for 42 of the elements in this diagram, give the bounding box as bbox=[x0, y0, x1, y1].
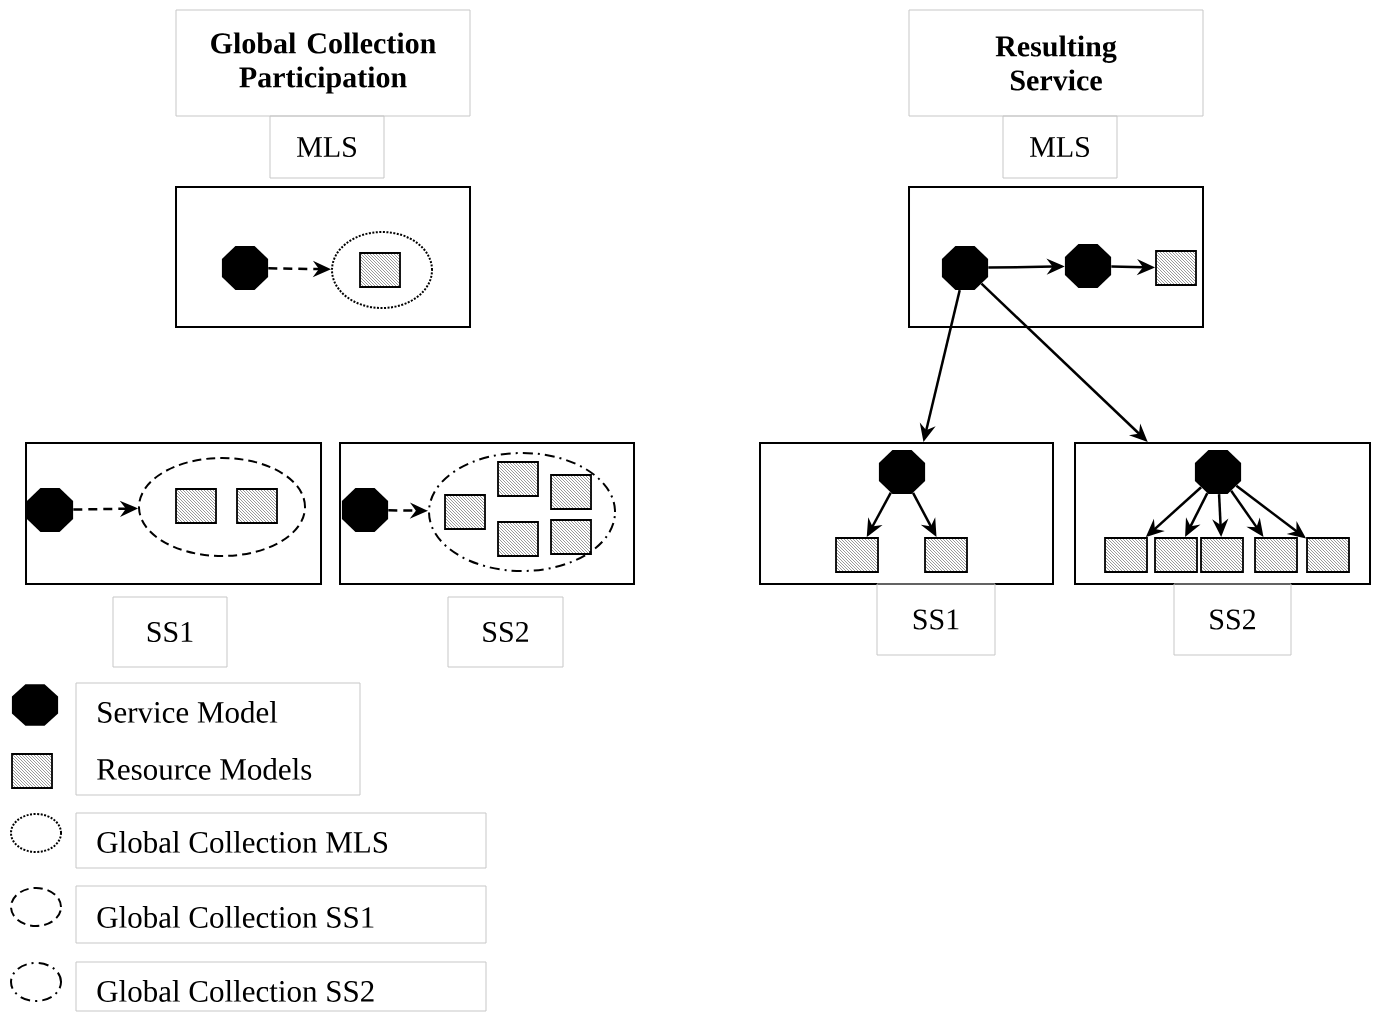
service-model-octagon bbox=[1194, 450, 1242, 494]
resource-square bbox=[497, 521, 539, 557]
label-box: SS2 bbox=[447, 596, 564, 668]
resource-square bbox=[835, 537, 879, 573]
legend-box: Global Collection SS2 bbox=[75, 961, 487, 1012]
resource-square bbox=[1155, 250, 1197, 286]
model-panel bbox=[908, 186, 1204, 328]
resource-square bbox=[175, 488, 217, 524]
label-box: SS1 bbox=[876, 583, 996, 656]
resource-square bbox=[497, 461, 539, 497]
resource-square bbox=[444, 494, 486, 530]
resource-square bbox=[359, 252, 401, 288]
model-panel bbox=[175, 186, 471, 328]
resource-square bbox=[550, 474, 592, 510]
service-model-octagon bbox=[221, 246, 269, 290]
label-box: MLS bbox=[1002, 115, 1118, 179]
collection-ellipse bbox=[331, 231, 433, 309]
label-box: MLS bbox=[269, 115, 385, 179]
label-box: SS2 bbox=[1173, 583, 1292, 656]
resource-square bbox=[924, 537, 968, 573]
collection-ellipse bbox=[428, 452, 616, 572]
resource-square bbox=[1254, 537, 1298, 573]
label-box: SS1 bbox=[112, 596, 228, 668]
resource-square bbox=[236, 488, 278, 524]
resource-square bbox=[550, 519, 592, 555]
title-box: Global Collection Participation bbox=[175, 9, 471, 117]
resource-square bbox=[1104, 537, 1148, 573]
resource-square bbox=[1306, 537, 1350, 573]
legend-box: Service Model Resource Models bbox=[75, 682, 361, 796]
collection-ellipse bbox=[138, 457, 306, 557]
service-model-octagon bbox=[26, 488, 74, 532]
model-panel bbox=[339, 442, 635, 585]
service-model-octagon bbox=[341, 488, 389, 532]
service-model-octagon bbox=[1064, 244, 1112, 288]
service-model-octagon bbox=[878, 450, 926, 494]
resource-square bbox=[1154, 537, 1198, 573]
legend-box: Global Collection MLS bbox=[75, 812, 487, 869]
resource-square bbox=[1200, 537, 1244, 573]
title-box: Resulting Service bbox=[908, 9, 1204, 117]
legend-box: Global Collection SS1 bbox=[75, 885, 487, 944]
model-panel bbox=[25, 442, 322, 585]
service-model-octagon bbox=[941, 246, 989, 290]
